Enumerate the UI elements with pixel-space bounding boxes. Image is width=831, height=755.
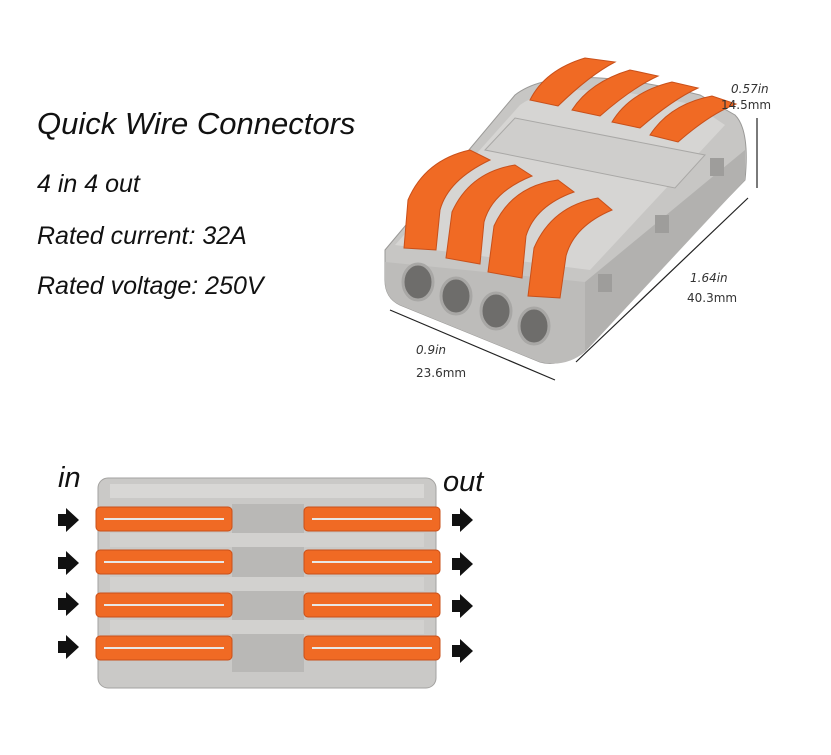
length-mm-label: 40.3mm [687,291,738,305]
product-title: Quick Wire Connectors [37,106,356,141]
voltage-spec: Rated voltage: 250V [37,272,264,300]
width-inch-label: 0.9in [416,343,447,357]
height-inch-label: 0.57in [731,82,769,96]
config-spec: 4 in 4 out [37,170,140,198]
out-label: out [443,466,484,498]
height-mm-label: 14.5mm [721,98,772,112]
length-inch-label: 1.64in [690,271,728,285]
arrow-right-icon [58,508,473,663]
current-spec: Rated current: 32A [37,222,247,250]
in-label: in [58,462,81,494]
width-mm-label: 23.6mm [416,366,467,380]
